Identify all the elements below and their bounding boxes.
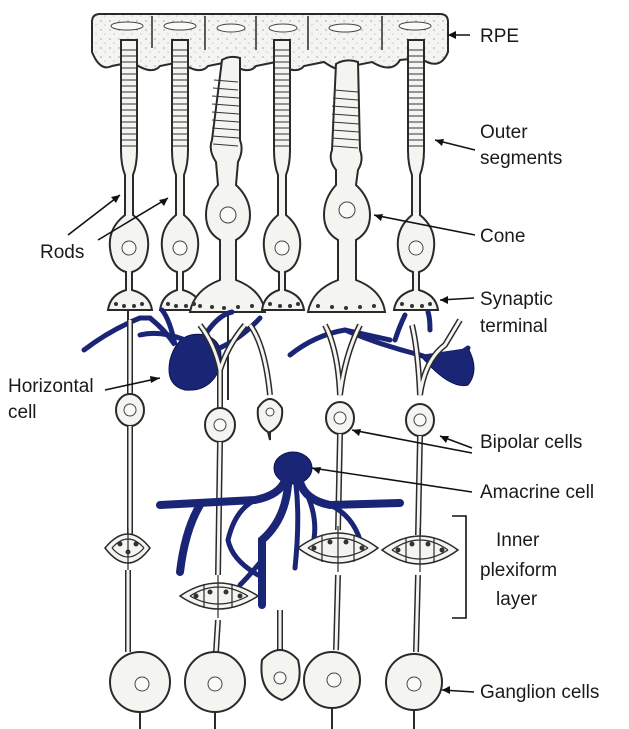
ganglion-cells [110,570,442,729]
rod-2 [160,40,202,310]
label-amacrine: Amacrine cell [480,482,594,503]
rod-4 [394,40,438,310]
label-synaptic-2: terminal [480,316,548,337]
label-outer-segments-2: segments [480,148,562,169]
inner-plexiform-bracket [452,516,466,618]
label-bipolar: Bipolar cells [480,432,582,453]
ipl-complex-4 [382,528,458,572]
rpe-layer [92,14,448,70]
ganglion-5 [386,575,442,729]
label-inner-3: layer [496,589,538,610]
label-horizontal-2: cell [8,402,37,423]
bipolar-1 [116,320,144,540]
label-outer-segments-1: Outer [480,122,528,143]
inner-plexiform-complexes [105,526,458,618]
ganglion-2 [185,620,245,729]
label-rpe: RPE [480,26,519,47]
label-inner-1: Inner [496,530,540,551]
ipl-complex-1 [105,528,150,572]
ipl-complex-3 [298,526,378,572]
bipolar-3 [250,325,282,440]
ganglion-3 [261,610,299,700]
labels: RPE Outer segments Rods Cone Synaptic te… [8,26,599,703]
rod-3 [262,40,304,310]
label-rods: Rods [40,242,84,263]
label-inner-2: plexiform [480,560,557,581]
ganglion-4 [304,575,360,729]
label-cone: Cone [480,226,525,247]
label-ganglion: Ganglion cells [480,682,599,703]
label-horizontal-1: Horizontal [8,376,94,397]
bipolar-4 [325,325,360,530]
cone-2 [308,60,385,312]
ganglion-1 [110,570,170,729]
amacrine-cell [160,452,400,605]
label-synaptic-1: Synaptic [480,289,553,310]
